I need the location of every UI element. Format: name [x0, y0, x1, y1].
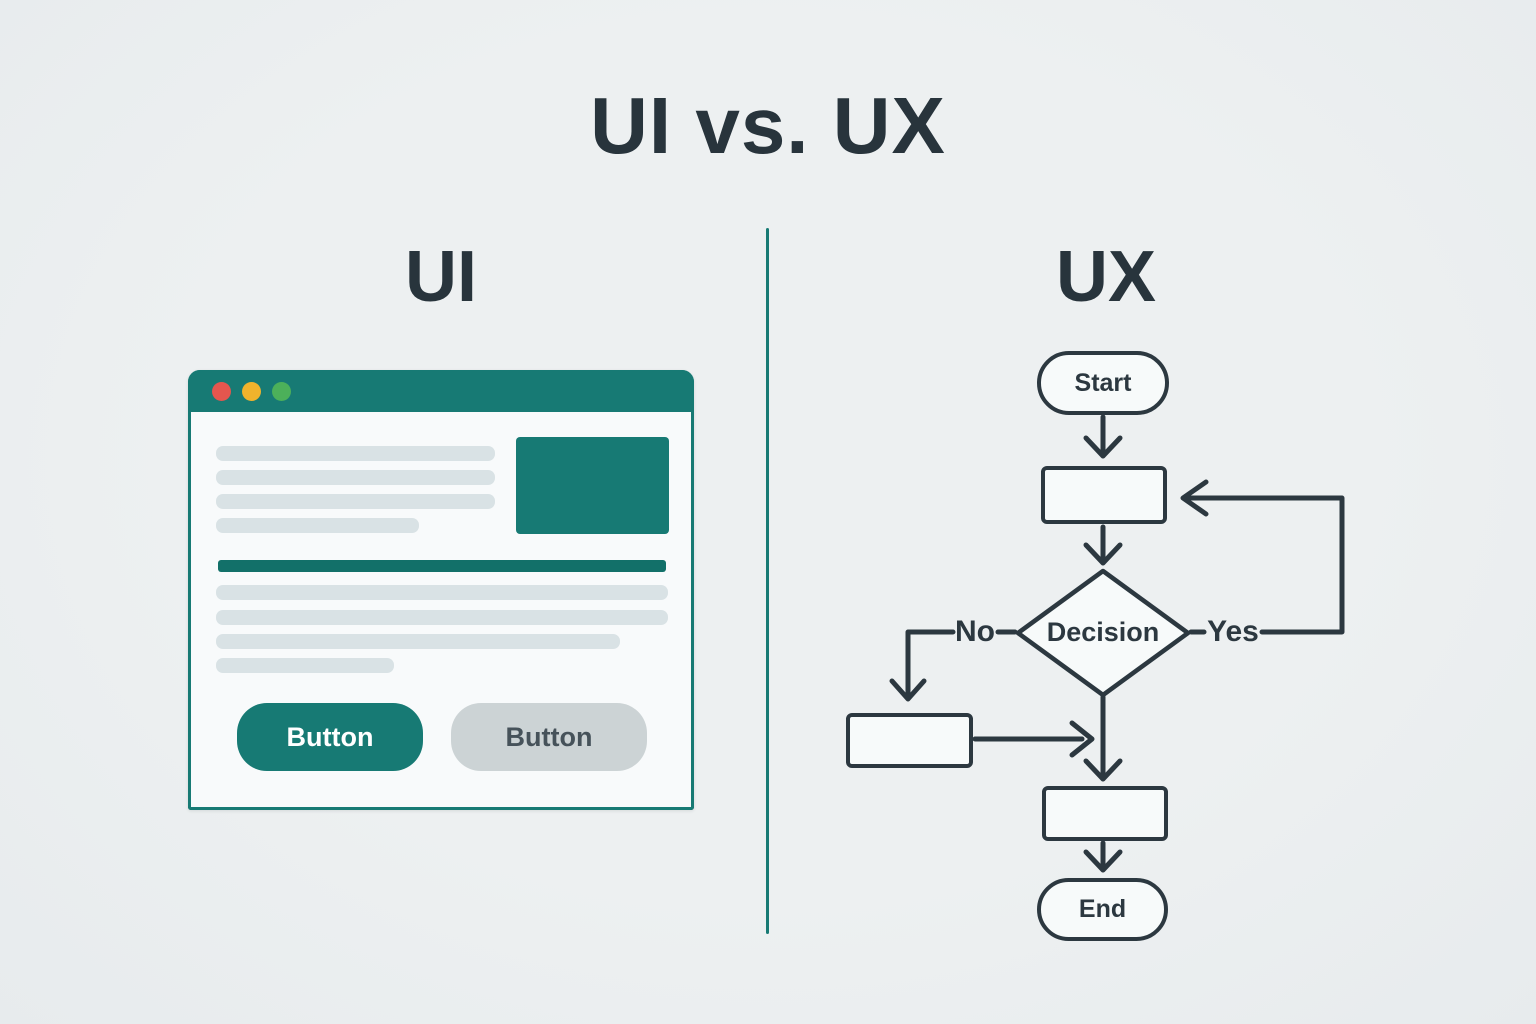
- browser-window: Button Button: [188, 370, 694, 810]
- text-placeholder-line: [216, 658, 394, 673]
- page-title: UI vs. UX: [590, 81, 946, 170]
- edge-label-yes: Yes: [1207, 615, 1259, 648]
- text-placeholder-line: [216, 585, 668, 600]
- flowchart-node-end: End: [1037, 878, 1168, 941]
- minimize-button-icon[interactable]: [242, 381, 261, 401]
- text-placeholder-line: [216, 518, 419, 533]
- flowchart-node-decision-label: Decision: [1046, 617, 1160, 647]
- arrowhead-down-icon: [1083, 542, 1123, 566]
- browser-titlebar: [188, 370, 694, 412]
- ui-heading: UI: [405, 237, 477, 317]
- arrowhead-left-icon: [1180, 479, 1209, 517]
- edge-yes-loop: [1185, 495, 1345, 635]
- secondary-button[interactable]: Button: [451, 703, 647, 771]
- divider-line: [766, 228, 769, 934]
- text-placeholder-line: [216, 470, 495, 485]
- flowchart-node-no-process: [846, 713, 973, 768]
- section-divider-bar: [218, 560, 666, 572]
- ux-heading: UX: [1055, 237, 1157, 317]
- browser-content: Button Button: [188, 412, 694, 810]
- flowchart-node-process: [1041, 466, 1167, 524]
- arrowhead-down-icon: [889, 678, 927, 702]
- maximize-button-icon[interactable]: [272, 381, 291, 401]
- text-placeholder-line: [216, 494, 495, 509]
- edge-label-no: No: [955, 615, 995, 648]
- close-button-icon[interactable]: [212, 381, 231, 401]
- text-placeholder-line: [216, 610, 668, 625]
- flowchart-node-merge-process: [1042, 786, 1168, 841]
- primary-button[interactable]: Button: [237, 703, 423, 771]
- flowchart-node-start: Start: [1037, 351, 1169, 415]
- arrowhead-down-icon: [1083, 435, 1123, 459]
- arrowhead-down-icon: [1083, 758, 1123, 782]
- text-placeholder-line: [216, 446, 495, 461]
- text-placeholder-line: [216, 634, 620, 649]
- arrowhead-down-icon: [1083, 849, 1123, 873]
- image-placeholder: [516, 437, 669, 534]
- arrowhead-right-icon: [1069, 720, 1095, 758]
